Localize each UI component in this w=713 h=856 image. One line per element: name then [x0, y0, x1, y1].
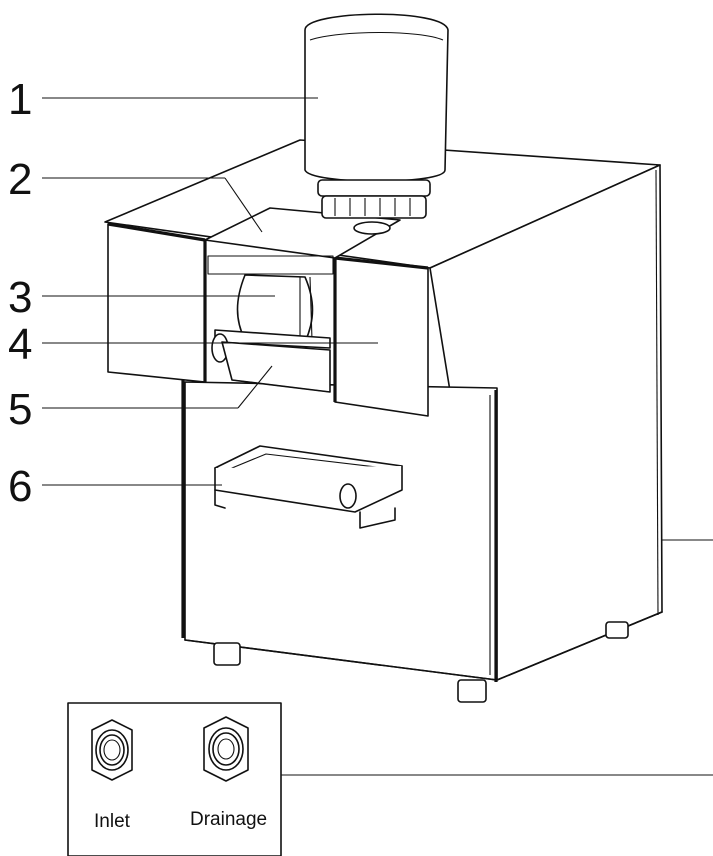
callout-leaders — [42, 97, 378, 486]
drip-tray — [214, 445, 403, 529]
cabinet — [104, 139, 713, 703]
callout-3: 3 — [8, 273, 32, 322]
callout-5: 5 — [8, 385, 32, 434]
callout-6: 6 — [8, 462, 32, 511]
callout-2: 2 — [8, 155, 32, 204]
drainage-label: Drainage — [190, 809, 267, 830]
callout-1: 1 — [8, 75, 32, 124]
callout-numbers: 1 2 3 4 5 6 — [8, 75, 32, 511]
ports-detail-box: Inlet Drainage — [67, 702, 713, 856]
bottle — [304, 13, 449, 235]
inlet-port-icon — [91, 719, 133, 781]
inlet-label: Inlet — [94, 811, 131, 832]
callout-4: 4 — [8, 320, 32, 369]
drainage-port-icon — [203, 716, 249, 782]
